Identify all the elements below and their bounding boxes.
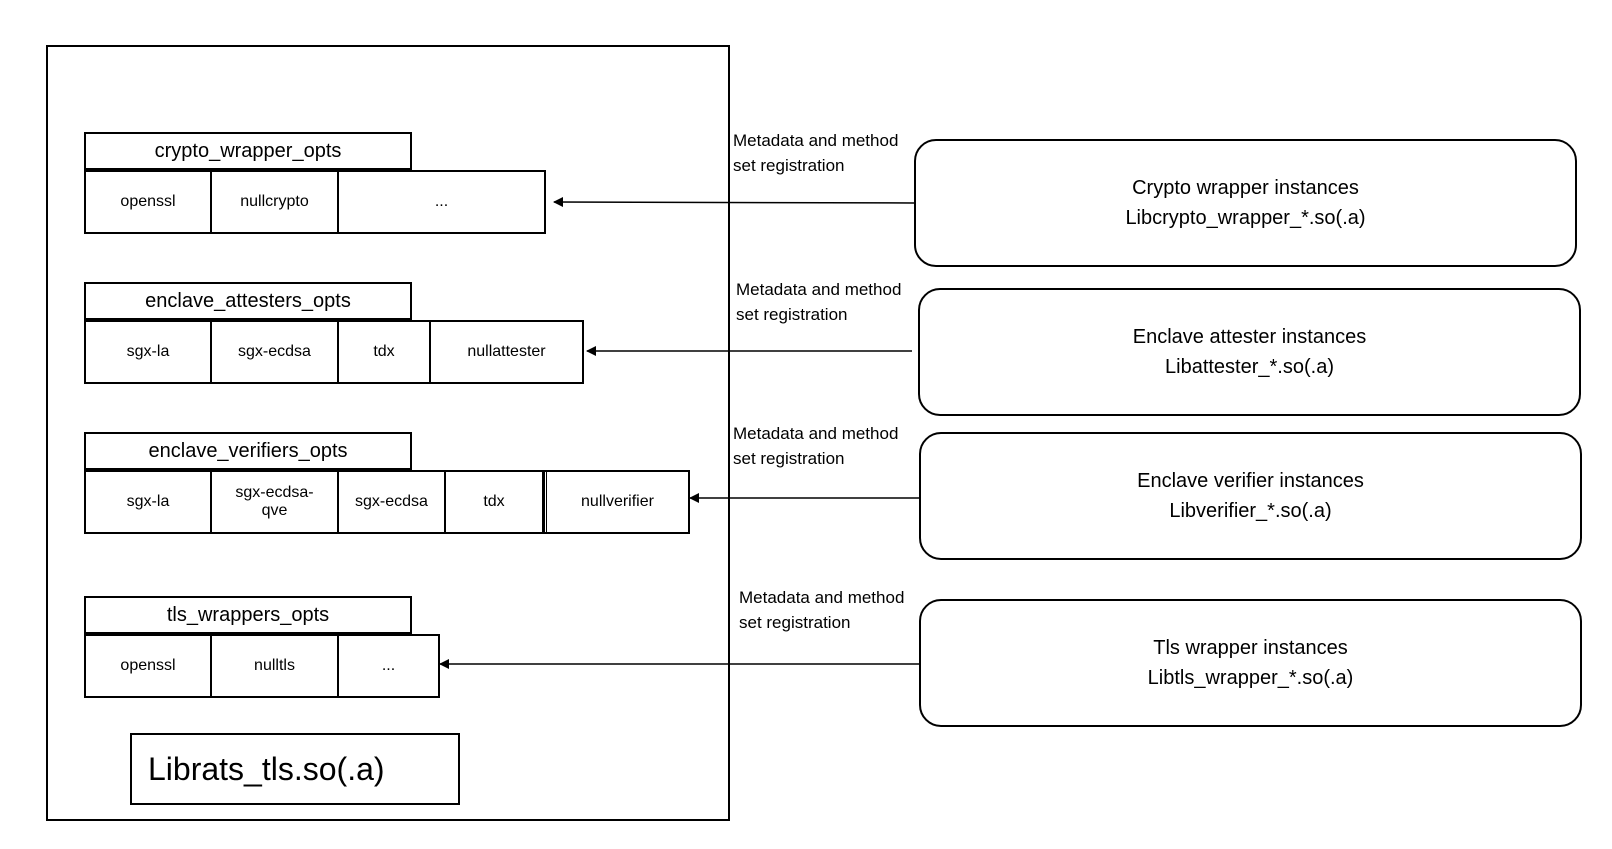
opt-cell: sgx-ecdsa	[339, 472, 446, 532]
crypto-wrapper-opts-row: openssl nullcrypto ...	[84, 170, 546, 234]
arrow-crypto	[553, 197, 915, 208]
enclave-attesters-opts-row: sgx-la sgx-ecdsa tdx nullattester	[84, 320, 584, 384]
edge-label-line: set registration	[736, 305, 848, 324]
opt-cell: openssl	[86, 172, 212, 232]
edge-label-tls: Metadata and method set registration	[739, 585, 904, 635]
opt-cell: ...	[381, 657, 396, 674]
enclave-attesters-opts-header: enclave_attesters_opts	[84, 282, 412, 320]
edge-label-line: Metadata and method	[733, 131, 899, 150]
opt-cell: nulltls	[212, 636, 339, 696]
edge-label-crypto: Metadata and method set registration	[733, 128, 898, 178]
instance-title: Enclave verifier instances	[1137, 470, 1364, 492]
instance-lib: Libverifier_*.so(.a)	[1169, 500, 1332, 522]
opt-cell: ...	[434, 193, 449, 210]
enclave-verifier-instances-box: Enclave verifier instances Libverifier_*…	[919, 432, 1582, 560]
crypto-wrapper-instances-box: Crypto wrapper instances Libcrypto_wrapp…	[914, 139, 1577, 267]
instance-title: Crypto wrapper instances	[1132, 177, 1359, 199]
instance-title: Enclave attester instances	[1132, 326, 1367, 348]
enclave-verifiers-opts-header: enclave_verifiers_opts	[84, 432, 412, 470]
opt-cell: tdx	[339, 322, 431, 382]
opt-cell: nullverifier	[544, 472, 688, 532]
opt-cell: tdx	[446, 472, 544, 532]
edge-label-line: set registration	[733, 449, 845, 468]
instance-lib: Libattester_*.so(.a)	[1165, 356, 1334, 378]
tls-wrapper-instances-box: Tls wrapper instances Libtls_wrapper_*.s…	[919, 599, 1582, 727]
library-name-box: Librats_tls.so(.a)	[130, 733, 460, 805]
opt-cell: openssl	[86, 636, 212, 696]
edge-label-line: Metadata and method	[736, 280, 902, 299]
opt-cell: sgx-ecdsa- qve	[212, 472, 339, 532]
opt-cell: nullattester	[467, 343, 546, 360]
enclave-attester-instances-box: Enclave attester instances Libattester_*…	[918, 288, 1581, 416]
tls-wrappers-opts-header: tls_wrappers_opts	[84, 596, 412, 634]
instance-lib: Libtls_wrapper_*.so(.a)	[1147, 667, 1354, 689]
opt-cell: sgx-la	[86, 472, 212, 532]
opt-cell: sgx-la	[86, 322, 212, 382]
edge-label-line: Metadata and method	[733, 424, 899, 443]
opt-cell: sgx-ecdsa	[212, 322, 339, 382]
opt-cell: nullcrypto	[212, 172, 339, 232]
edge-label-line: set registration	[739, 613, 851, 632]
edge-label-line: set registration	[733, 156, 845, 175]
edge-label-verifier: Metadata and method set registration	[733, 421, 898, 471]
instance-title: Tls wrapper instances	[1153, 637, 1348, 659]
crypto-wrapper-opts-header: crypto_wrapper_opts	[84, 132, 412, 170]
librats-container	[46, 45, 730, 821]
tls-wrappers-opts-row: openssl nulltls ...	[84, 634, 440, 698]
instance-lib: Libcrypto_wrapper_*.so(.a)	[1125, 207, 1366, 229]
edge-label-line: Metadata and method	[739, 588, 905, 607]
edge-label-attester: Metadata and method set registration	[736, 277, 901, 327]
